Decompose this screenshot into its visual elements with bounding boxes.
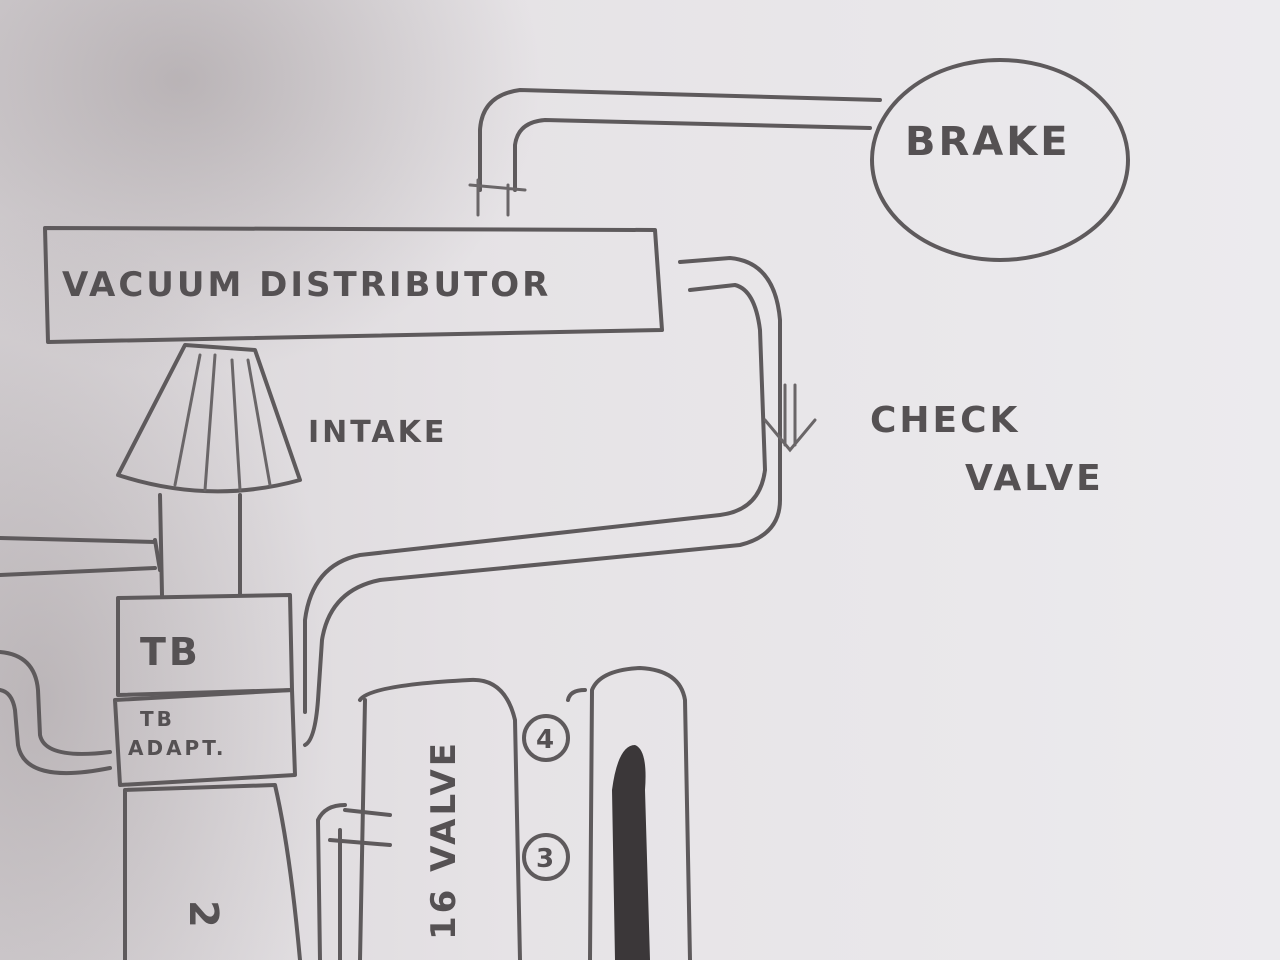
tb-adapter: TB ADAPT. bbox=[113, 688, 297, 787]
left-hoses bbox=[0, 536, 162, 776]
brake-booster: BRAKE bbox=[870, 58, 1130, 262]
16-valve-label: 16 VALVE bbox=[424, 740, 464, 940]
fuel-rail-shading bbox=[612, 745, 650, 960]
vacuum-distributor: VACUUM DISTRIBUTOR bbox=[43, 226, 664, 344]
valve-head: 16 VALVE bbox=[316, 677, 522, 960]
vacuum-distributor-label: VACUUM DISTRIBUTOR bbox=[62, 265, 551, 305]
tb-label: TB bbox=[140, 630, 201, 674]
throttle-body: TB bbox=[116, 593, 294, 697]
intake-filter: INTAKE bbox=[116, 343, 447, 597]
check-valve-label-line2: VALVE bbox=[965, 458, 1104, 499]
cylinder-4-label: 4 bbox=[536, 725, 557, 755]
cylinder-4: 4 bbox=[522, 714, 570, 762]
brake-hose bbox=[468, 88, 882, 217]
partial-label-2: 2 bbox=[180, 900, 226, 931]
fuel-rail bbox=[566, 666, 692, 960]
intake-label: INTAKE bbox=[308, 415, 447, 450]
cylinder-3: 3 bbox=[522, 833, 570, 881]
cylinder-3-label: 3 bbox=[536, 844, 557, 874]
tb-adapter-label-line1: TB bbox=[140, 707, 175, 731]
brake-label: BRAKE bbox=[905, 119, 1071, 165]
check-valve-label-line1: CHECK bbox=[870, 400, 1020, 441]
engine-block: 2 bbox=[123, 783, 302, 960]
check-valve-hose: CHECK VALVE bbox=[303, 256, 1104, 747]
tb-adapter-label-line2: ADAPT. bbox=[128, 736, 226, 760]
